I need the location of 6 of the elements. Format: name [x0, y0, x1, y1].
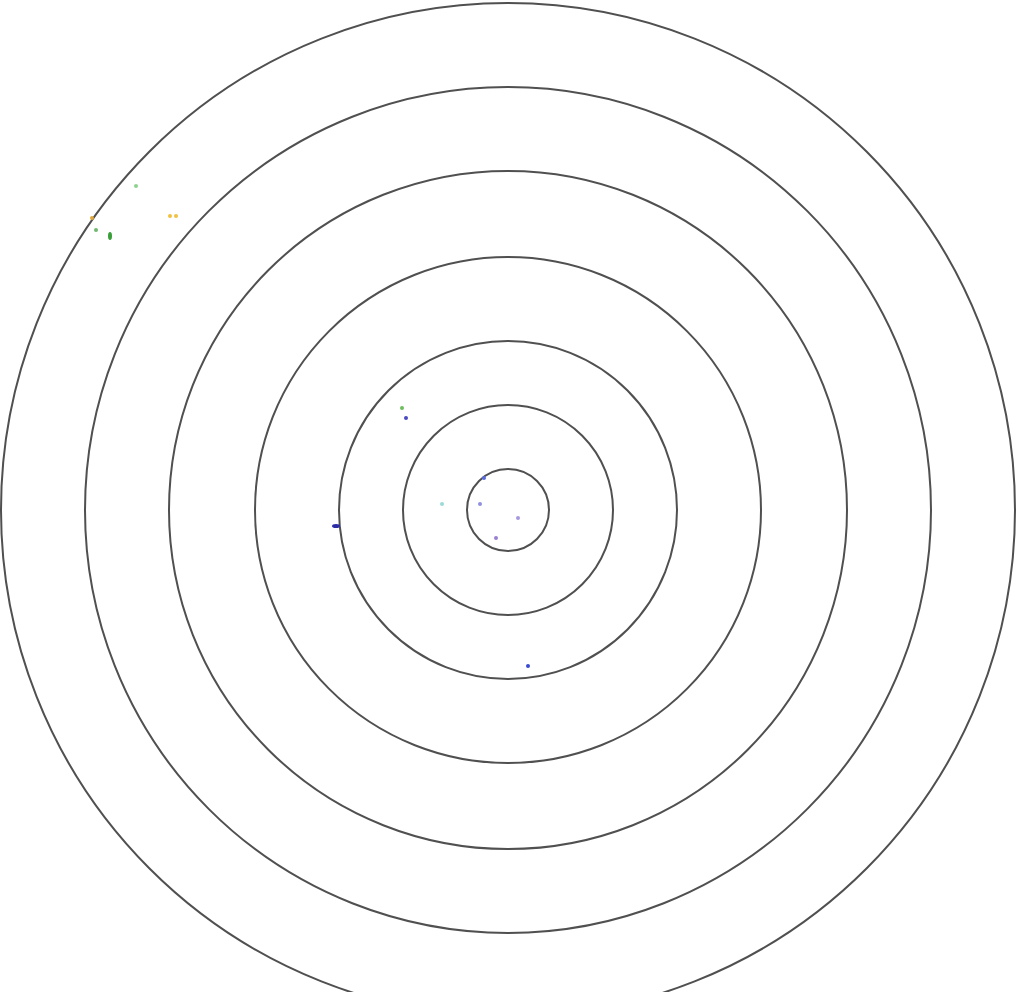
ring: [168, 170, 848, 850]
ring: [402, 404, 614, 616]
ring: [254, 256, 762, 764]
ring: [338, 340, 678, 680]
ring: [84, 86, 932, 934]
ring: [466, 468, 550, 552]
